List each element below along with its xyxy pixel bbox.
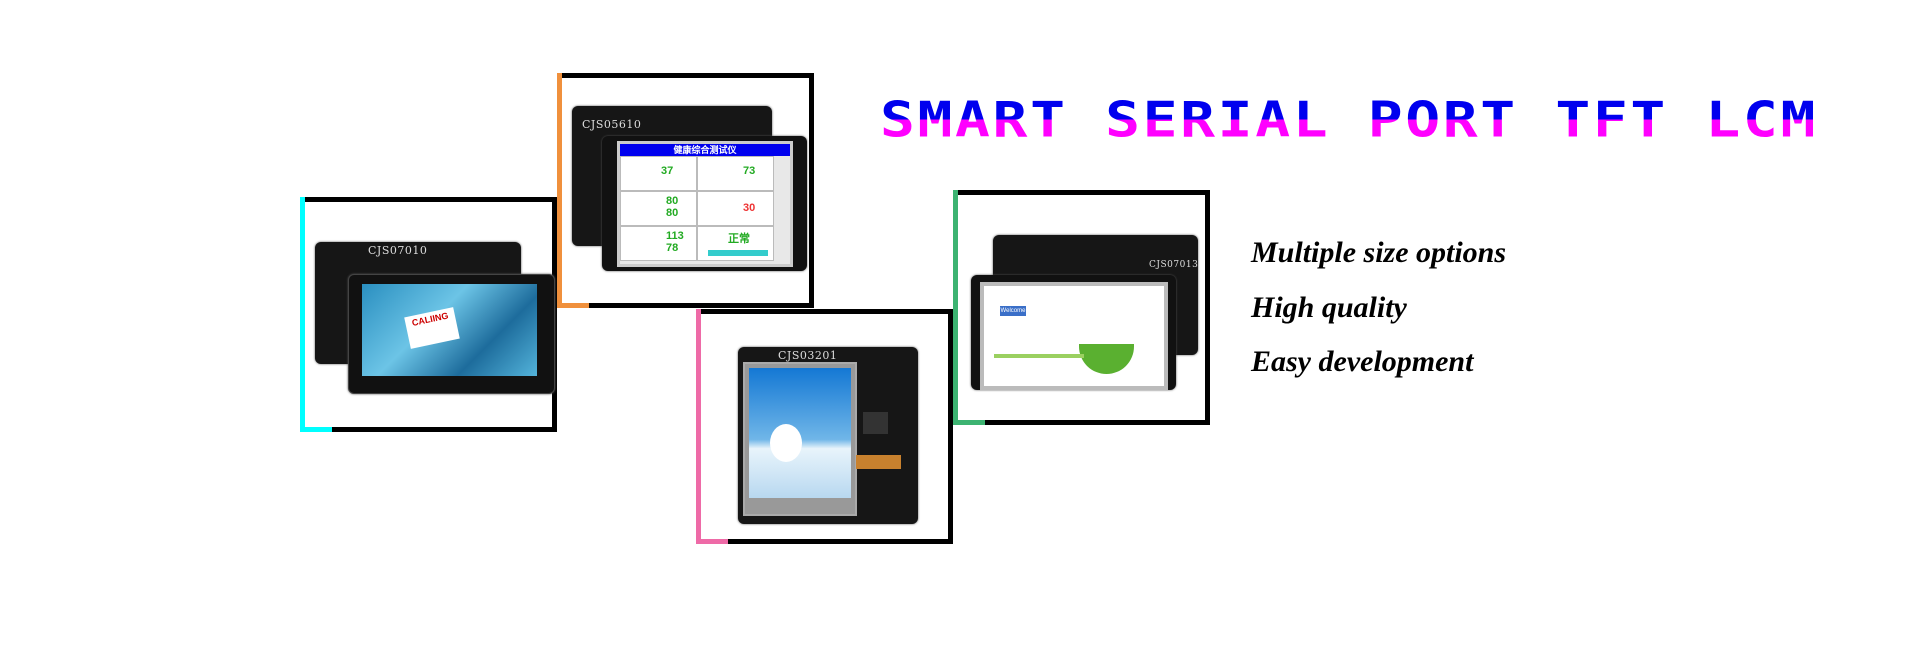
model-label: CJS05610 [582,118,642,131]
banner-title: SMART SERIAL PORT TFT LCM [880,90,1818,149]
diastolic-value: 78 [666,242,679,254]
logo-badge: CALIING [404,307,460,349]
screen-welcome-illustration: Welcome [980,282,1168,390]
temp-value: 37 [661,165,674,177]
screen-header: 健康综合测试仪 [620,144,790,156]
welcome-sign: Welcome [1000,306,1026,316]
product-frame-cjs03201: CJS03201 [696,309,953,544]
feature-size-options: Multiple size options [1251,236,1507,269]
resp-value: 30 [743,202,756,214]
model-label: CJS07010 [368,244,428,257]
feature-easy-development: Easy development [1251,345,1474,378]
systolic-value: 113 [666,230,684,242]
product-frame-cjs07013: CJS07013 Welcome [953,190,1210,425]
model-label: CJS03201 [778,349,838,362]
logo-text: CALIING [410,310,450,328]
model-label: CJS07013 [1149,260,1199,270]
spo2-value: 80 [666,195,679,207]
pulse-value: 80 [666,207,679,219]
product-frame-cjs07010: CJS07010 CALIING [300,197,557,432]
heart-rate-value: 73 [743,165,756,177]
status-value: 正常 [728,233,750,245]
screen-snow-tree [743,362,857,516]
feature-high-quality: High quality [1251,291,1407,324]
screen-circuit-image: CALIING [362,284,537,376]
